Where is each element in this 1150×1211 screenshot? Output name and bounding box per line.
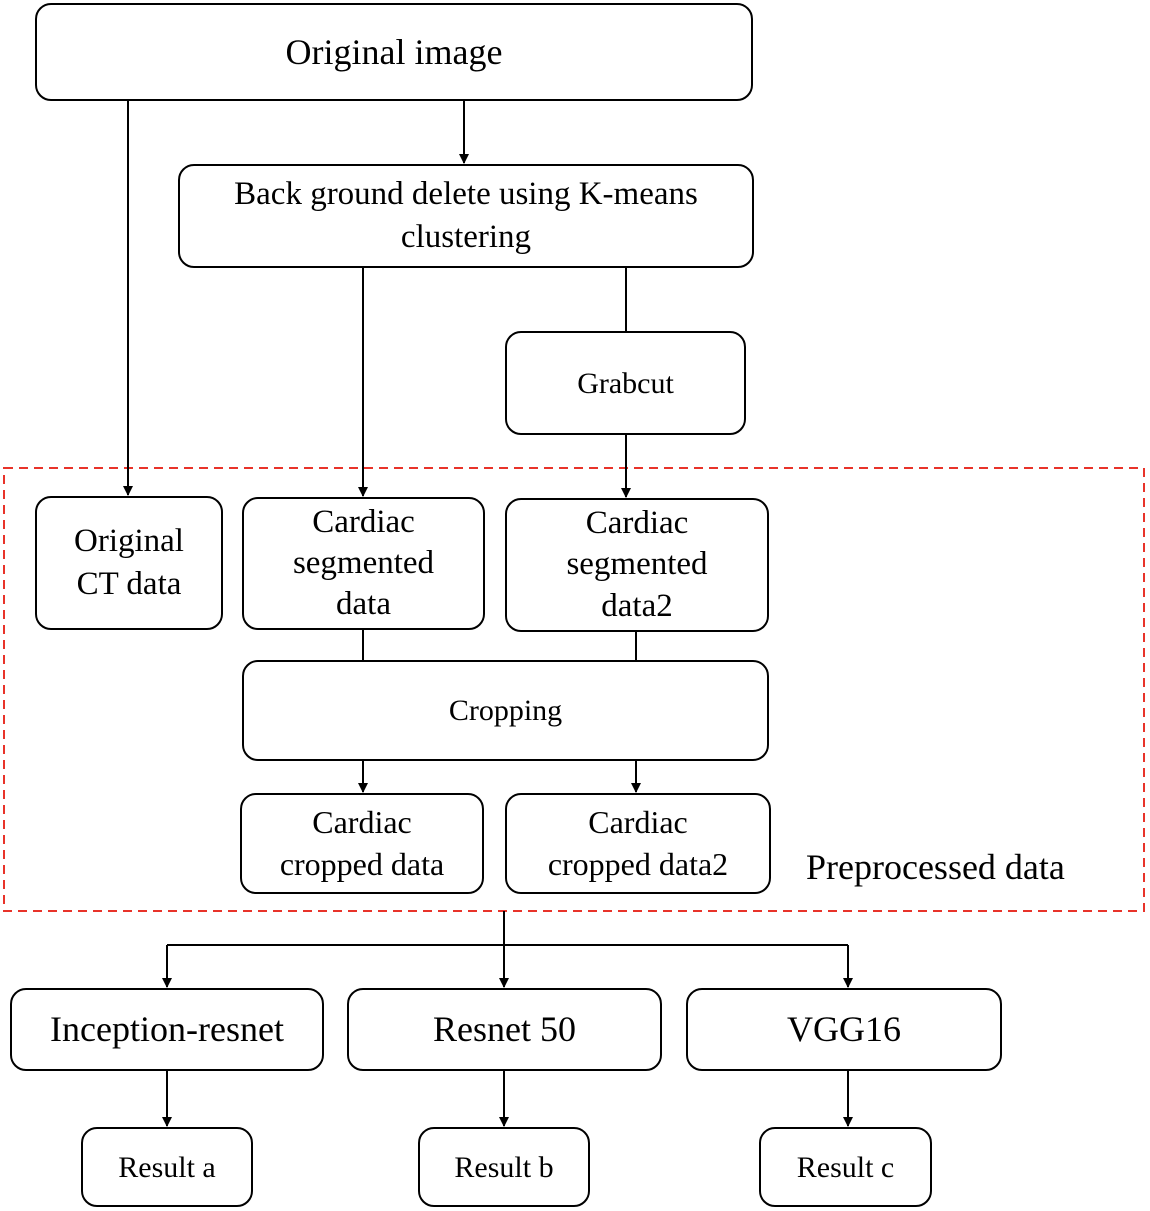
node-background-delete: Back ground delete using K-means cluster… xyxy=(178,164,754,268)
node-grabcut: Grabcut xyxy=(505,331,746,435)
node-cardiac-cropped-data2: Cardiac cropped data2 xyxy=(505,793,771,894)
node-cardiac-cropped-data: Cardiac cropped data xyxy=(240,793,484,894)
node-cropping: Cropping xyxy=(242,660,769,761)
node-result-a: Result a xyxy=(81,1127,253,1207)
node-resnet-50: Resnet 50 xyxy=(347,988,662,1071)
node-original-ct-data: Original CT data xyxy=(35,496,223,630)
preprocessed-group-border xyxy=(3,467,1145,912)
preprocessed-data-label: Preprocessed data xyxy=(806,847,1065,887)
node-result-b: Result b xyxy=(418,1127,590,1207)
node-cardiac-segmented-data: Cardiac segmented data xyxy=(242,497,485,630)
node-inception-resnet: Inception-resnet xyxy=(10,988,324,1071)
node-original-image: Original image xyxy=(35,3,753,101)
node-cardiac-segmented-data2: Cardiac segmented data2 xyxy=(505,498,769,632)
node-result-c: Result c xyxy=(759,1127,932,1207)
node-vgg16: VGG16 xyxy=(686,988,1002,1071)
